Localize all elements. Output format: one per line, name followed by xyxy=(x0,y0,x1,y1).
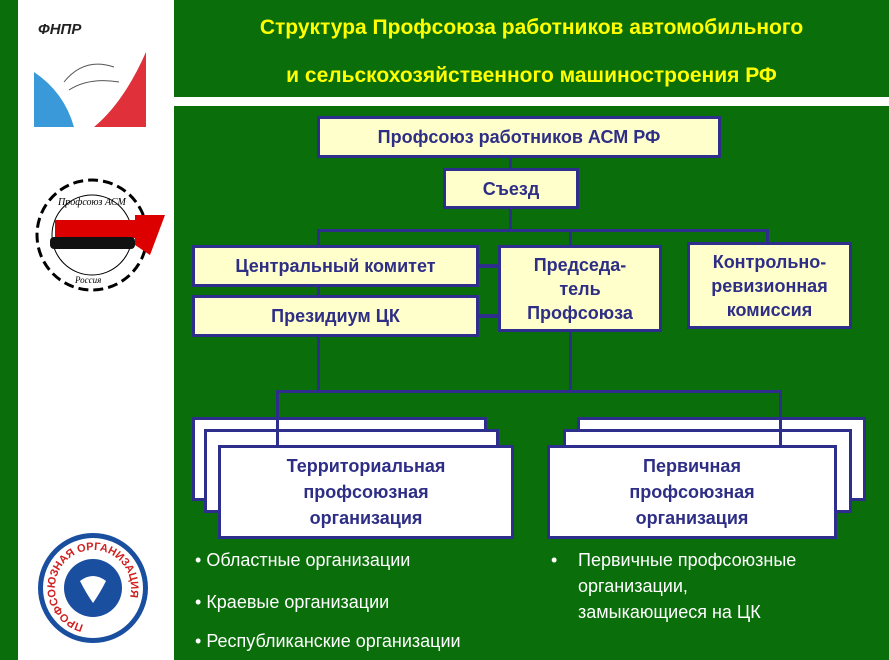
connector xyxy=(476,264,501,268)
primary-bullet-marker: • xyxy=(551,550,558,570)
territorial-bullet: • Республиканские организации xyxy=(195,631,461,651)
primary-bullet: Первичные профсоюзные организации, замык… xyxy=(578,550,797,622)
connector xyxy=(276,390,782,393)
central-committee-box: Центральный комитет xyxy=(192,245,479,287)
bullet-text: Областные организации xyxy=(206,550,411,570)
connector xyxy=(779,390,782,447)
connector xyxy=(509,155,512,170)
fnpr-logo: ФНПР xyxy=(34,12,146,127)
connector xyxy=(476,314,501,318)
connector xyxy=(766,229,769,244)
slide-title-line1: Структура Профсоюза работников автомобил… xyxy=(259,16,804,39)
asm-logo: Профсоюз АСМ Россия xyxy=(35,178,165,292)
congress-box: Съезд xyxy=(443,168,579,209)
chairman-box: Председа- тель Профсоюза xyxy=(498,245,662,332)
bullet-text: Республиканские организации xyxy=(206,631,461,651)
union-box: Профсоюз работников АСМ РФ xyxy=(317,116,721,158)
territorial-bullet: • Краевые организации xyxy=(195,592,390,612)
connector xyxy=(569,229,572,247)
connector xyxy=(509,206,512,231)
title-divider xyxy=(174,97,889,106)
gaz-union-logo: ПРОФСОЮЗНАЯ ОРГАНИЗАЦИЯ xyxy=(38,533,148,643)
fnpr-text: ФНПР xyxy=(38,21,82,38)
asm-bottom-text: Россия xyxy=(74,275,101,285)
territorial-bullet: • Областные организации xyxy=(195,550,411,570)
asm-text: Профсоюз АСМ xyxy=(57,197,126,208)
territorial-org-box: Территориальная профсоюзная организация xyxy=(218,445,514,539)
bullet-text: Краевые организации xyxy=(206,592,390,612)
presidium-box: Президиум ЦК xyxy=(192,295,479,337)
connector xyxy=(317,284,320,298)
connector xyxy=(317,334,320,392)
slide-title-line2: и сельскохозяйственного машиностроения Р… xyxy=(286,64,777,87)
connector xyxy=(317,229,320,247)
connector xyxy=(317,229,769,232)
connector xyxy=(569,329,572,392)
primary-org-box: Первичная профсоюзная организация xyxy=(547,445,837,539)
audit-commission-box: Контрольно- ревизионная комиссия xyxy=(687,242,852,329)
connector xyxy=(276,390,279,447)
